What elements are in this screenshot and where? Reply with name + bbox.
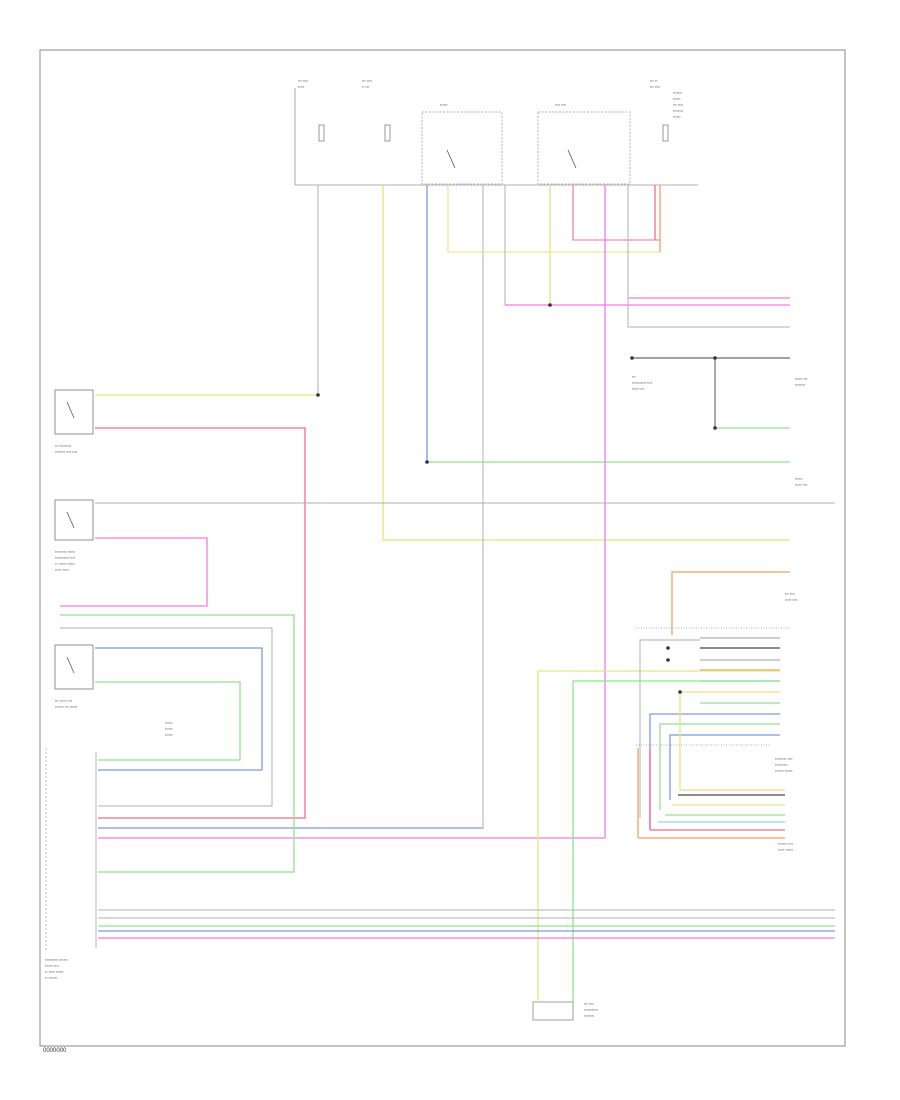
component-labels-mid: ▪▪▪▪▪▪ ▪▪▪▪▪▪ ▪▪▪▪▪▪ — [165, 721, 173, 737]
fuse-1 — [318, 124, 325, 142]
bottom-connector: ▪▪▪ ▪▪▪▪ ▪▪▪▪▪▪▪▪▪▪▪ ▪▪▪▪▪▪▪▪ — [532, 1001, 598, 1021]
svg-text:▪▪▪▪▪ ▪▪▪▪: ▪▪▪▪▪ ▪▪▪▪ — [795, 483, 807, 487]
svg-text:▪▪▪: ▪▪▪ — [632, 375, 636, 379]
wire-green-cross — [572, 680, 780, 958]
svg-text:▪▪▪▪▪▪: ▪▪▪▪▪▪ — [673, 115, 681, 119]
left-sensor: ▪▪▪ ▪▪▪▪▪ ▪▪▪▪ ▪▪▪▪▪▪▪ ▪▪▪ ▪▪▪▪▪▪ — [54, 644, 94, 709]
connection-dot — [666, 646, 670, 650]
svg-text:▪▪▪▪▪▪: ▪▪▪▪▪▪ — [165, 733, 173, 737]
svg-text:▪▪▪▪▪ ▪▪▪▪: ▪▪▪▪▪ ▪▪▪▪ — [632, 387, 644, 391]
wires — [60, 185, 835, 1002]
control-module: ▪▪▪▪▪▪▪▪▪▪ ▪▪▪▪▪▪▪ ▪▪▪▪▪▪ ▪▪▪▪ ▪▪ ▪▪▪▪▪ … — [45, 748, 97, 980]
wire-blue-right-col2 — [669, 734, 700, 800]
svg-text:▪▪▪▪▪▪: ▪▪▪▪▪▪ — [673, 97, 681, 101]
svg-text:▪▪▪▪▪▪▪▪▪▪ ▪▪▪▪▪▪▪: ▪▪▪▪▪▪▪▪▪▪ ▪▪▪▪▪▪▪ — [45, 958, 68, 962]
wire-blue-sensor — [95, 647, 263, 771]
connection-dot — [425, 460, 429, 464]
svg-text:▪▪▪▪▪▪▪▪: ▪▪▪▪▪▪▪▪ — [673, 109, 683, 113]
svg-text:▪▪▪▪▪▪: ▪▪▪▪▪▪ — [165, 721, 173, 725]
svg-text:▪▪▪▪▪▪▪▪ ▪▪▪▪ ▪▪▪▪: ▪▪▪▪▪▪▪▪ ▪▪▪▪ ▪▪▪▪ — [55, 450, 77, 454]
reference-code: 0000000 — [43, 1048, 67, 1054]
connection-dot — [713, 426, 717, 430]
svg-text:▪▪▪▪▪▪ ▪▪▪▪: ▪▪▪▪▪▪ ▪▪▪▪ — [45, 964, 59, 968]
svg-text:▪▪▪▪▪▪: ▪▪▪▪▪▪ — [165, 727, 173, 731]
relay-2 — [537, 111, 631, 185]
svg-text:▪▪▪ ▪▪▪▪: ▪▪▪ ▪▪▪▪ — [362, 79, 372, 83]
svg-text:▪▪▪▪▪▪▪▪▪▪▪ ▪▪▪▪: ▪▪▪▪▪▪▪▪▪▪▪ ▪▪▪▪ — [632, 381, 652, 385]
connection-dot — [666, 658, 670, 662]
svg-text:▪▪▪▪▪ ▪▪▪▪: ▪▪▪▪▪ ▪▪▪▪ — [785, 598, 797, 602]
svg-text:▪▪▪▪▪▪▪▪▪▪: ▪▪▪▪▪▪▪▪▪▪ — [775, 763, 788, 767]
svg-text:▪▪ ▪▪▪▪▪ ▪▪▪▪▪▪: ▪▪ ▪▪▪▪▪ ▪▪▪▪▪▪ — [45, 970, 64, 974]
svg-text:▪▪▪▪▪▪: ▪▪▪▪▪▪ — [440, 103, 448, 107]
svg-text:▪▪ ▪▪▪▪▪▪ ▪▪▪▪▪▪: ▪▪ ▪▪▪▪▪▪ ▪▪▪▪▪▪ — [55, 562, 75, 566]
left-switch-2: ▪▪▪▪▪▪▪▪▪ ▪▪▪▪▪▪ ▪▪▪▪▪▪▪▪▪▪▪ ▪▪▪▪ ▪▪ ▪▪▪… — [54, 499, 94, 572]
fuse-2 — [384, 124, 391, 142]
connection-dot — [630, 356, 634, 360]
svg-text:▪▪▪▪▪: ▪▪▪▪▪ — [298, 85, 304, 89]
svg-text:▪▪▪ ▪▪▪▪: ▪▪▪ ▪▪▪▪ — [785, 592, 795, 596]
wire-blue-right-col — [649, 713, 700, 828]
svg-text:▪▪▪ ▪▪▪▪: ▪▪▪ ▪▪▪▪ — [673, 103, 683, 107]
wire-red-relay2 — [572, 185, 660, 241]
svg-text:▪▪▪▪▪ ▪▪▪▪▪: ▪▪▪▪▪ ▪▪▪▪▪ — [55, 568, 69, 572]
svg-text:▪▪▪▪▪▪▪ ▪▪▪ ▪▪▪▪▪▪: ▪▪▪▪▪▪▪ ▪▪▪ ▪▪▪▪▪▪ — [55, 705, 77, 709]
svg-text:▪▪▪▪▪ ▪▪▪▪▪▪: ▪▪▪▪▪ ▪▪▪▪▪▪ — [778, 848, 793, 852]
right-module: ▪▪▪▪▪▪▪▪▪ ▪▪▪▪ ▪▪▪▪▪▪▪▪▪▪ ▪▪▪▪▪▪▪ ▪▪▪▪▪▪… — [632, 375, 807, 852]
svg-text:▪▪▪▪▪▪▪▪▪ ▪▪▪▪▪▪: ▪▪▪▪▪▪▪▪▪ ▪▪▪▪▪▪ — [55, 550, 75, 554]
svg-text:▪▪▪▪▪▪▪▪: ▪▪▪▪▪▪▪▪ — [584, 1014, 594, 1018]
relay-2-contact — [567, 149, 577, 169]
wire-gray-right-col — [639, 639, 700, 818]
svg-text:▪▪▪ ▪▪▪▪: ▪▪▪ ▪▪▪▪ — [298, 79, 308, 83]
wire-yellow-cross — [537, 670, 780, 958]
svg-text:▪▪▪▪▪▪▪ ▪▪▪▪: ▪▪▪▪▪▪▪ ▪▪▪▪ — [778, 842, 793, 846]
wire-pink-relay2 — [98, 185, 606, 839]
relay-1 — [421, 111, 503, 185]
svg-text:▪▪▪▪▪▪: ▪▪▪▪▪▪ — [795, 477, 803, 481]
svg-text:▪▪▪▪ ▪▪▪▪: ▪▪▪▪ ▪▪▪▪ — [555, 103, 566, 107]
wire-orange-right — [671, 571, 790, 635]
wire-green-bundle — [60, 614, 295, 873]
svg-text:▪▪▪ ▪▪▪▪: ▪▪▪ ▪▪▪▪ — [584, 1002, 594, 1006]
connection-dots — [316, 303, 717, 694]
wire-gray-relay2b — [627, 185, 790, 328]
wire-green-right-col — [659, 723, 700, 810]
wire-pink-sw2 — [60, 537, 208, 607]
svg-text:▪▪▪▪▪▪▪▪▪ ▪▪▪▪: ▪▪▪▪▪▪▪▪▪ ▪▪▪▪ — [775, 757, 793, 761]
wire-yellow-relay-loop — [447, 185, 660, 253]
wire-gray-bundle — [60, 627, 273, 807]
wire-gray-relay1b — [98, 185, 484, 829]
svg-text:▪▪▪ ▪▪▪▪▪ ▪▪▪▪: ▪▪▪ ▪▪▪▪▪ ▪▪▪▪ — [55, 699, 72, 703]
wire-yellow-fuse2 — [382, 185, 790, 541]
svg-text:▪▪▪▪▪▪▪: ▪▪▪▪▪▪▪ — [673, 91, 682, 95]
svg-text:▪▪ ▪▪▪: ▪▪ ▪▪▪ — [362, 85, 369, 89]
svg-text:▪▪▪▪▪▪▪▪▪▪▪ ▪▪▪▪: ▪▪▪▪▪▪▪▪▪▪▪ ▪▪▪▪ — [55, 556, 75, 560]
svg-text:▪▪▪▪▪▪▪▪: ▪▪▪▪▪▪▪▪ — [795, 383, 805, 387]
svg-text:▪▪▪ ▪▪▪▪: ▪▪▪ ▪▪▪▪ — [650, 85, 660, 89]
left-switch-1: ▪▪▪ ▪▪▪▪▪▪▪▪▪ ▪▪▪▪▪▪▪▪ ▪▪▪▪ ▪▪▪▪ — [54, 389, 94, 454]
wire-red-sw1 — [95, 427, 306, 819]
diagram-frame — [39, 49, 846, 1047]
svg-text:▪▪▪ ▪▪▪▪▪▪▪▪▪: ▪▪▪ ▪▪▪▪▪▪▪▪▪ — [55, 444, 71, 448]
svg-text:▪▪ ▪▪▪▪▪▪▪: ▪▪ ▪▪▪▪▪▪▪ — [45, 976, 57, 980]
wire-yellow-right-col — [679, 691, 785, 791]
wire-green-sensor2 — [95, 681, 241, 761]
connection-dot — [316, 393, 320, 397]
svg-text:▪▪▪ ▪▪: ▪▪▪ ▪▪ — [650, 79, 657, 83]
connection-dot — [713, 356, 717, 360]
fuse-3 — [662, 124, 669, 142]
svg-text:▪▪▪▪▪▪▪▪▪▪▪: ▪▪▪▪▪▪▪▪▪▪▪ — [584, 1008, 598, 1012]
connection-dot — [548, 303, 552, 307]
svg-text:▪▪▪▪▪▪ ▪▪▪: ▪▪▪▪▪▪ ▪▪▪ — [795, 377, 807, 381]
fuse-relay-block: ▪▪▪ ▪▪▪▪ ▪▪▪▪▪ ▪▪▪ ▪▪▪▪ ▪▪ ▪▪▪ ▪▪▪▪▪▪ ▪▪… — [294, 79, 698, 186]
wire-gray-fuse1 — [95, 185, 319, 396]
svg-text:▪▪▪▪▪▪▪ ▪▪▪▪▪▪: ▪▪▪▪▪▪▪ ▪▪▪▪▪▪ — [775, 769, 793, 773]
connection-dot — [678, 690, 682, 694]
relay-1-contact — [446, 149, 456, 169]
